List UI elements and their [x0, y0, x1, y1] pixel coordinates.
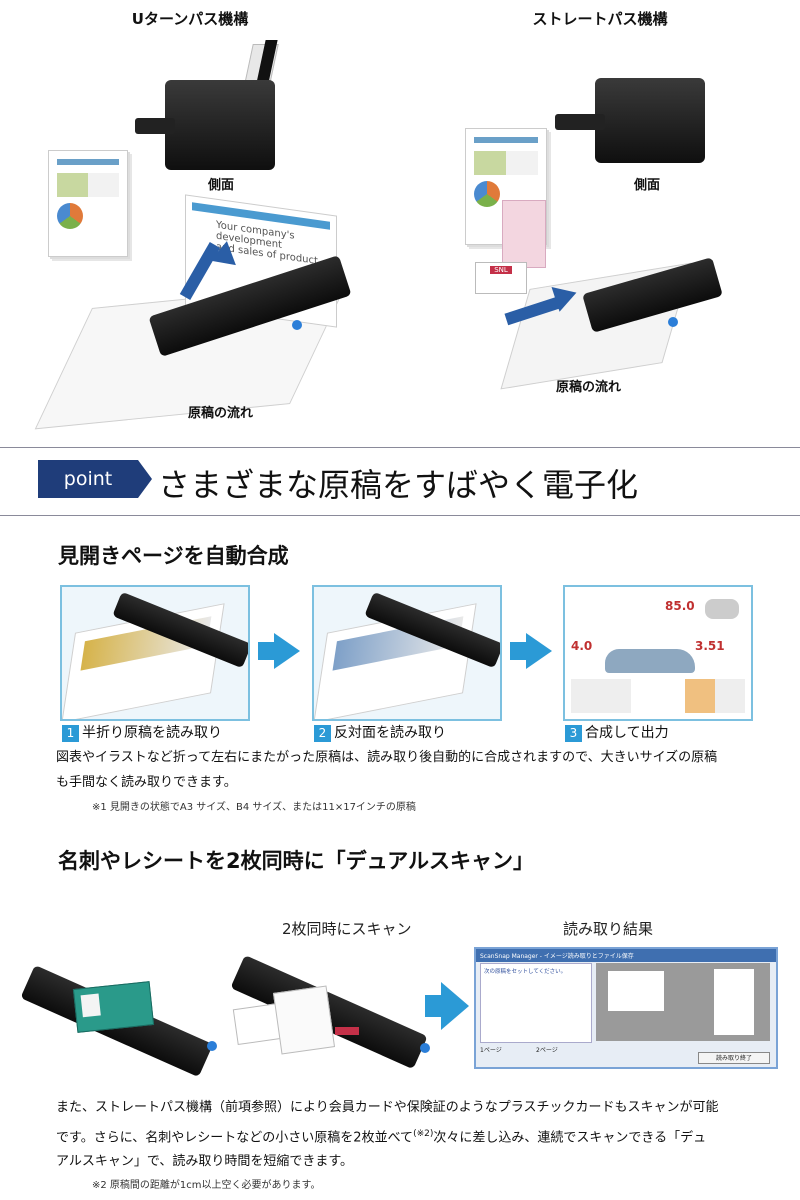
dual-body-line2-b: 次々に差し込み、連続でスキャンできる「デュ: [433, 1130, 707, 1146]
dual-body-line2-sup: (※2): [413, 1129, 434, 1139]
dual-body-line2: です。さらに、名刺やレシートなどの小さい原稿を2枚並べて(※2)次々に差し込み、…: [56, 1122, 706, 1150]
dual-label-scan: 2枚同時にスキャン: [282, 920, 412, 938]
uturn-scanner-illustration: Your company's development and sales of …: [34, 194, 380, 430]
straight-scanner-illustration: [500, 245, 723, 390]
dual-body-line2-a: です。さらに、名刺やレシートなどの小さい原稿を2枚並べて: [56, 1130, 414, 1146]
straight-business-card: SNL: [475, 262, 527, 294]
dual-label-result: 読み取り結果: [563, 920, 654, 938]
step1-label: 半折り原稿を読み取り: [82, 725, 222, 741]
uturn-side-label: 側面: [208, 178, 235, 193]
result-value-1: 85.0: [665, 599, 695, 613]
step3-num: 3: [565, 725, 582, 742]
point-badge: point: [38, 460, 152, 498]
step2-num: 2: [314, 725, 331, 742]
point-divider: [0, 515, 800, 516]
uturn-document-stack: [48, 150, 128, 257]
step3-label: 合成して出力: [585, 725, 669, 741]
uturn-heading: Uターンパス機構: [131, 10, 249, 28]
result-page1: 1ページ: [480, 1047, 502, 1054]
spread-arrow-1: [274, 633, 300, 669]
step2-label: 反対面を読み取り: [334, 725, 446, 741]
straight-flow-label: 原稿の流れ: [556, 380, 622, 395]
result-window-msg: 次の原稿をセットしてください。: [484, 969, 567, 975]
spread-note: ※1 見開きの状態でA3 サイズ、B4 サイズ、または11×17インチの原稿: [92, 802, 416, 813]
result-card-2: [714, 969, 754, 1035]
card-label: SNL: [490, 266, 512, 274]
straight-heading: ストレートパス機構: [532, 10, 668, 28]
result-window-title: ScanSnap Manager - イメージ読み取りとファイル保存: [476, 949, 776, 962]
dual-body-line1: また、ストレートパス機構（前項参照）により会員カードや保険証のようなプラスチック…: [56, 1100, 719, 1115]
point-title: さまざまな原稿をすばやく電子化: [158, 466, 639, 504]
dual-arrow: [441, 982, 469, 1030]
spread-body-line1: 図表やイラストなど折って左右にまたがった原稿は、読み取り後自動的に合成されますの…: [56, 750, 718, 765]
straight-side-view: [555, 78, 705, 168]
spread-step1-image: [60, 585, 250, 721]
result-value-2: 4.0: [571, 639, 593, 653]
result-page2: 2ページ: [536, 1047, 558, 1054]
dual-heading: 名刺やレシートを2枚同時に「デュアルスキャン」: [58, 849, 534, 873]
result-finish-button[interactable]: 読み取り終了: [698, 1052, 770, 1064]
result-car: [605, 649, 695, 673]
spread-step2-image: [312, 585, 502, 721]
dual-scanner-card: [20, 945, 225, 1078]
uturn-side-view: [135, 40, 305, 170]
dual-scanner-two-docs: [230, 945, 445, 1075]
spread-heading: 見開きページを自動合成: [58, 544, 289, 568]
dual-note: ※2 原稿間の距離が1cm以上空く必要があります。: [92, 1180, 321, 1191]
dual-body-line3: アルスキャン」で、読み取り時間を短縮できます。: [56, 1154, 354, 1169]
result-card-1: [608, 971, 664, 1011]
step1-num: 1: [62, 725, 79, 742]
spread-arrow-2: [526, 633, 552, 669]
spread-step3-image: 85.0 4.0 3.51: [563, 585, 753, 721]
result-value-3: 3.51: [695, 639, 725, 653]
straight-side-label: 側面: [634, 178, 661, 193]
straight-card-pink: [502, 200, 546, 268]
uturn-flow-label: 原稿の流れ: [188, 406, 254, 421]
spread-body-line2: も手間なく読み取りできます。: [56, 775, 237, 790]
top-divider: [0, 447, 800, 448]
result-window: ScanSnap Manager - イメージ読み取りとファイル保存 次の原稿を…: [474, 947, 778, 1069]
